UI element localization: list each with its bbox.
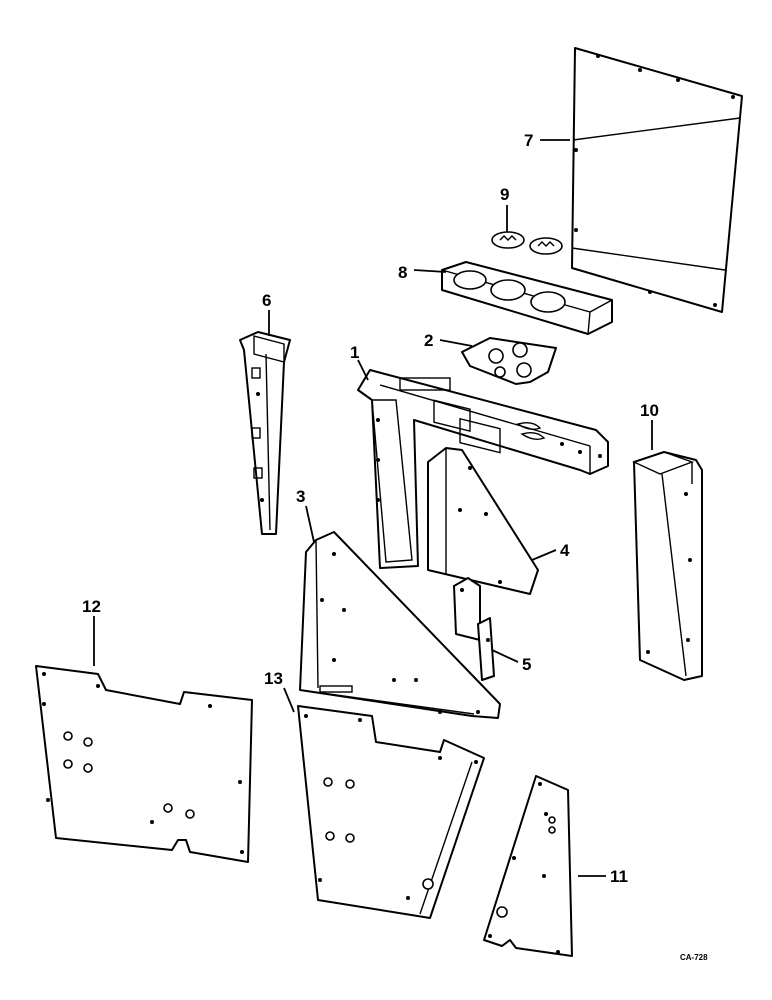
leader-1	[357, 359, 369, 381]
part-1-dash-frame	[357, 369, 609, 569]
part-7-rear-panel	[571, 47, 743, 313]
callout-2: 2	[424, 331, 433, 350]
callout-8: 8	[398, 263, 407, 282]
callout-12: 12	[82, 597, 101, 616]
callout-13: 13	[264, 669, 283, 688]
callout-3: 3	[296, 487, 305, 506]
part-10-right-bracket	[632, 451, 703, 681]
leader-8	[413, 269, 447, 273]
callout-1: 1	[350, 343, 359, 362]
leader-2	[439, 339, 473, 347]
part-9-gauge-plates	[491, 231, 563, 255]
part-6-left-bracket	[239, 331, 291, 535]
part-8-gauge-panel	[441, 261, 613, 335]
leader-3	[305, 505, 315, 543]
leader-lines	[93, 139, 653, 877]
callout-7: 7	[524, 131, 533, 150]
part-3-side-plate	[299, 531, 501, 719]
part-2-switch-plate	[461, 337, 557, 385]
part-5-angle-bracket	[453, 577, 495, 681]
part-11-lower-right-panel	[483, 775, 573, 957]
callout-11: 11	[610, 867, 628, 886]
leader-5	[491, 649, 519, 663]
callout-6: 6	[262, 291, 271, 310]
callout-5: 5	[522, 655, 531, 674]
callout-4: 4	[560, 541, 570, 560]
callout-9: 9	[500, 185, 509, 204]
callout-labels: 7 9 8 2 1 6 10 4 5 3 12 13 11	[82, 131, 659, 886]
part-4-gusset	[427, 447, 539, 595]
callout-10: 10	[640, 401, 659, 420]
leader-13	[283, 687, 295, 713]
figure-code: CA-728	[680, 953, 708, 962]
part-12-lower-left-panel	[35, 665, 253, 863]
leader-4	[531, 549, 557, 561]
part-13-middle-lower-panel	[297, 705, 485, 919]
